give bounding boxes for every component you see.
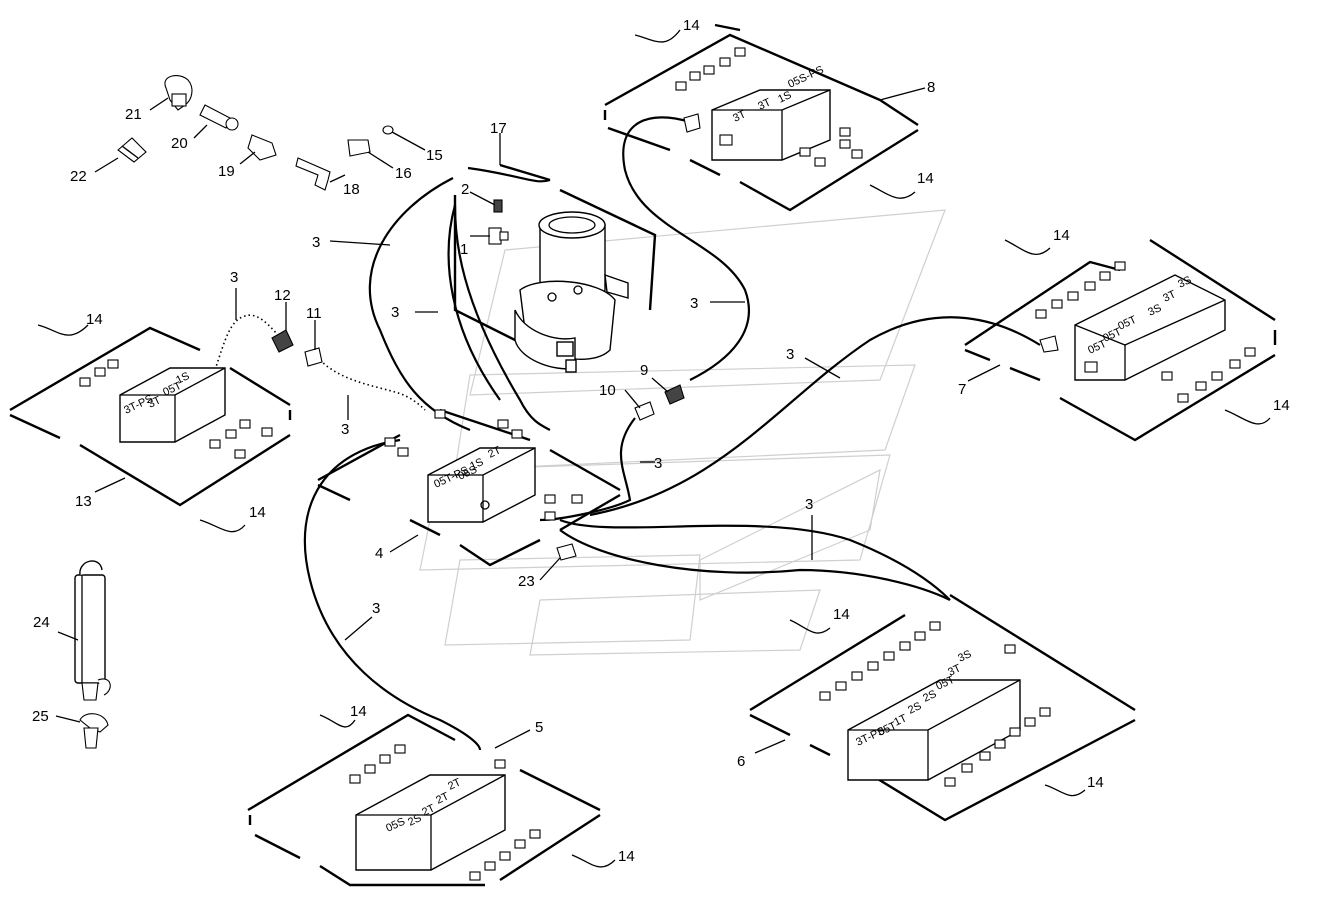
block-8-fittings bbox=[675, 47, 863, 167]
block-6-label-2: 3T bbox=[946, 662, 963, 678]
callout-7: 7 bbox=[958, 381, 966, 398]
callout-16: 16 bbox=[395, 165, 412, 182]
callout-5: 5 bbox=[535, 719, 543, 736]
block-13-label-3: 3T bbox=[146, 394, 163, 410]
block-13-label-1: 1S bbox=[174, 370, 191, 387]
callout-23: 23 bbox=[518, 573, 535, 590]
distributor-block-6: 3S 3T 05T 2S 2S 1T 05T 3T-PS bbox=[749, 593, 1136, 822]
callout-14-g: 14 bbox=[350, 703, 367, 720]
callout-8: 8 bbox=[927, 79, 935, 96]
block-13-fittings bbox=[79, 359, 273, 459]
callout-3-c: 3 bbox=[690, 295, 698, 312]
callout-14-e: 14 bbox=[86, 311, 103, 328]
block-4-fittings bbox=[384, 409, 583, 521]
t-fitting-part-1 bbox=[488, 199, 509, 245]
callout-4: 4 bbox=[375, 545, 383, 562]
callout-12: 12 bbox=[274, 287, 291, 304]
callout-3-i: 3 bbox=[372, 600, 380, 617]
callout-14-c: 14 bbox=[1053, 227, 1070, 244]
callout-21: 21 bbox=[125, 106, 142, 123]
callout-9: 9 bbox=[640, 362, 648, 379]
pump-assembly bbox=[453, 163, 657, 373]
block-5-label-1: 2T bbox=[446, 776, 463, 792]
distributor-block-7: 3S 3T 3S 05T 05T 05T bbox=[964, 238, 1277, 442]
callout-14-j: 14 bbox=[1087, 774, 1104, 791]
callout-3-a: 3 bbox=[312, 234, 320, 251]
callout-14-h: 14 bbox=[618, 848, 635, 865]
callout-11: 11 bbox=[306, 305, 322, 322]
block-6-label-6: 1T bbox=[892, 712, 909, 728]
callout-labels: 1 2 3 3 3 3 3 3 3 3 3 4 5 6 7 8 9 10 11 … bbox=[32, 17, 1290, 865]
block-4-label-1: 2T bbox=[486, 444, 503, 460]
callout-20: 20 bbox=[171, 135, 188, 152]
callout-3-f: 3 bbox=[341, 421, 349, 438]
hoses bbox=[214, 116, 1041, 751]
callout-25: 25 bbox=[32, 708, 49, 725]
grease-gun-part-24 bbox=[74, 560, 111, 701]
callout-14-d: 14 bbox=[1273, 397, 1290, 414]
grease-nipple-part-25 bbox=[79, 713, 109, 749]
callout-19: 19 bbox=[218, 163, 235, 180]
block-5-label-3: 2T bbox=[420, 802, 437, 818]
watermark-logo bbox=[419, 209, 946, 656]
block-8-label-4: 3T bbox=[731, 108, 748, 124]
leader-lines bbox=[37, 29, 1271, 868]
block-4-label-2: 1S bbox=[468, 456, 485, 473]
block-6-fittings bbox=[819, 621, 1051, 787]
distributor-block-4: 2T 1S 05S 05T-PS bbox=[317, 408, 621, 567]
connector-parts bbox=[117, 75, 394, 191]
block-5-fittings bbox=[349, 744, 541, 881]
callout-13: 13 bbox=[75, 493, 92, 510]
callout-3-h: 3 bbox=[654, 455, 662, 472]
callout-3-e: 3 bbox=[230, 269, 238, 286]
callout-2: 2 bbox=[461, 181, 469, 198]
block-7-label-3: 3S bbox=[1146, 302, 1163, 319]
block-7-label-2: 3T bbox=[1161, 288, 1178, 304]
block-6-label-1: 3S bbox=[956, 648, 973, 665]
callout-14-b: 14 bbox=[917, 170, 934, 187]
callout-10: 10 bbox=[599, 382, 616, 399]
callout-14-a: 14 bbox=[683, 17, 700, 34]
loose-fittings bbox=[271, 113, 1059, 561]
callout-6: 6 bbox=[737, 753, 745, 770]
block-8-label-3: 3T bbox=[756, 96, 773, 112]
callout-18: 18 bbox=[343, 181, 360, 198]
callout-22: 22 bbox=[70, 168, 87, 185]
distributor-block-5: 2T 2T 2T 2S 05S bbox=[247, 713, 601, 887]
block-5-label-4: 2S bbox=[406, 812, 423, 829]
callout-24: 24 bbox=[33, 614, 50, 631]
callout-17: 17 bbox=[490, 120, 507, 137]
block-5-label-2: 2T bbox=[434, 790, 451, 806]
callout-15: 15 bbox=[426, 147, 443, 164]
block-8-label-2: 1S bbox=[776, 89, 793, 106]
block-7-label-1: 3S bbox=[1176, 274, 1193, 291]
block-6-label-5: 2S bbox=[906, 700, 923, 717]
block-6-label-4: 2S bbox=[921, 688, 938, 705]
callout-1: 1 bbox=[460, 241, 468, 258]
distributor-block-13: 1S 05T 3T 3T-PS bbox=[9, 326, 292, 507]
callout-3-g: 3 bbox=[805, 496, 813, 513]
callout-3-b: 3 bbox=[391, 304, 399, 321]
callout-3-d: 3 bbox=[786, 346, 794, 363]
callout-14-f: 14 bbox=[249, 504, 266, 521]
block-7-fittings bbox=[1035, 261, 1256, 403]
callout-14-i: 14 bbox=[833, 606, 850, 623]
